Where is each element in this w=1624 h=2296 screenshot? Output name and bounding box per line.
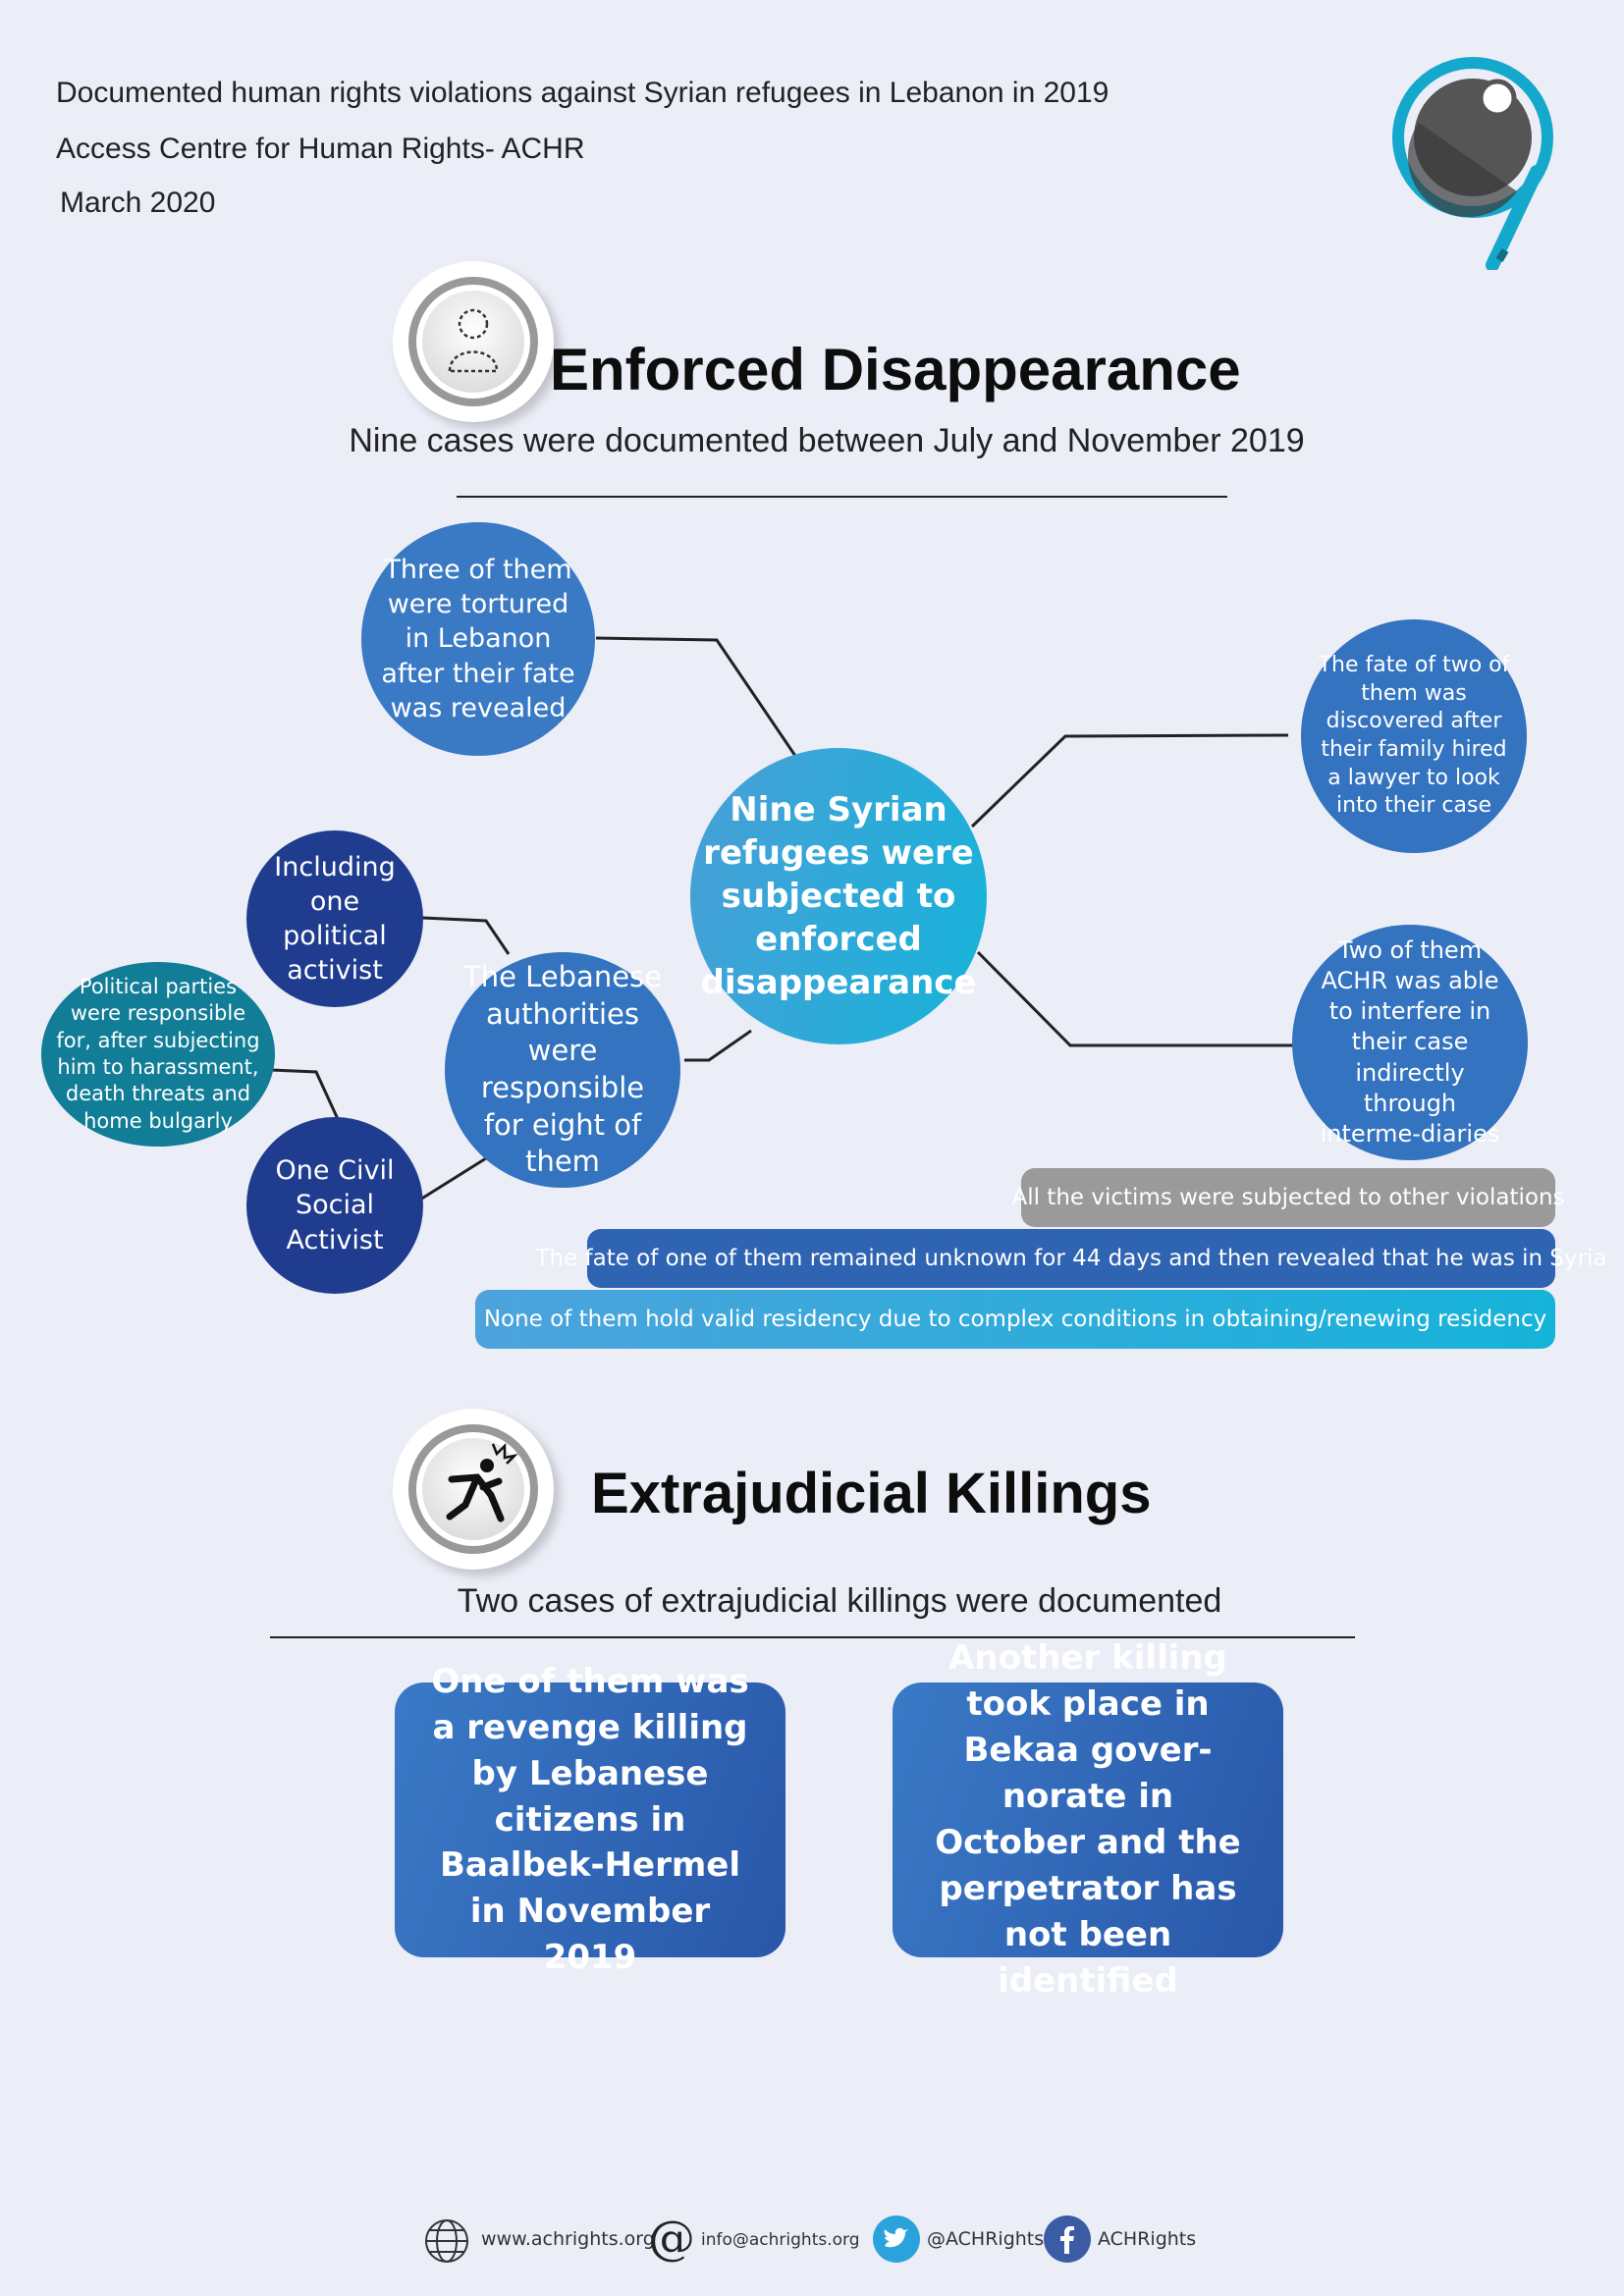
- node-political-parties: Political parties were responsible for, …: [41, 962, 275, 1147]
- section-divider: [270, 1636, 1355, 1638]
- node-civil-activist: One Civil Social Activist: [246, 1117, 423, 1294]
- info-bar-text: The fate of one of them remained unknown…: [535, 1246, 1607, 1271]
- section-title-extrajudicial-killings: Extrajudicial Killings: [591, 1462, 1152, 1525]
- node-intermediaries: Two of them ACHR was able to interfere i…: [1292, 925, 1528, 1160]
- facebook-icon[interactable]: [1043, 2215, 1092, 2264]
- section-subtitle-extrajudicial-killings: Two cases of extrajudicial killings were…: [457, 1582, 1222, 1620]
- header-date: March 2020: [60, 187, 216, 219]
- info-bar-44-days: The fate of one of them remained unknown…: [535, 1229, 1607, 1288]
- node-authorities: The Lebanese authorities were responsibl…: [445, 952, 680, 1188]
- node-political-activist: Including one political activist: [246, 830, 423, 1007]
- footer-twitter-link[interactable]: @ACHRights: [927, 2228, 1045, 2250]
- header-title: Documented human rights violations again…: [56, 77, 1110, 109]
- section-title-enforced-disappearance: Enforced Disappearance: [550, 337, 1241, 402]
- footer-facebook-link[interactable]: ACHRights: [1098, 2228, 1197, 2250]
- falling-person-badge: [393, 1409, 554, 1570]
- header-organization: Access Centre for Human Rights- ACHR: [56, 133, 585, 165]
- section-divider: [457, 496, 1227, 498]
- info-bar-text: None of them hold valid residency due to…: [483, 1307, 1547, 1332]
- card-revenge-killing: One of them was a revenge killing by Leb…: [395, 1662, 785, 1977]
- footer-email-link[interactable]: info@achrights.org: [701, 2230, 860, 2250]
- logo-eye-icon: [1392, 57, 1553, 270]
- falling-person-icon: [408, 1424, 538, 1554]
- globe-icon: [425, 2219, 468, 2263]
- missing-person-badge: [393, 261, 554, 422]
- at-icon: @: [648, 2211, 695, 2266]
- twitter-icon[interactable]: [872, 2215, 921, 2264]
- node-center: Nine Syrian refugees were subjected to e…: [690, 748, 987, 1044]
- missing-person-icon: [408, 277, 538, 406]
- info-bar-text: All the victims were subjected to other …: [1011, 1185, 1565, 1210]
- section-subtitle-enforced-disappearance: Nine cases were documented between July …: [349, 422, 1305, 459]
- footer-website-link[interactable]: www.achrights.org: [481, 2228, 655, 2250]
- info-bar-residency: None of them hold valid residency due to…: [475, 1290, 1555, 1349]
- info-bar-other-violations: All the victims were subjected to other …: [1011, 1168, 1565, 1227]
- card-bekaa-killing: Another killing took place in Bekaa gove…: [893, 1638, 1283, 2001]
- node-tortured: Three of them were tortured in Lebanon a…: [361, 522, 595, 756]
- node-lawyer: The fate of two of them was discovered a…: [1301, 619, 1527, 853]
